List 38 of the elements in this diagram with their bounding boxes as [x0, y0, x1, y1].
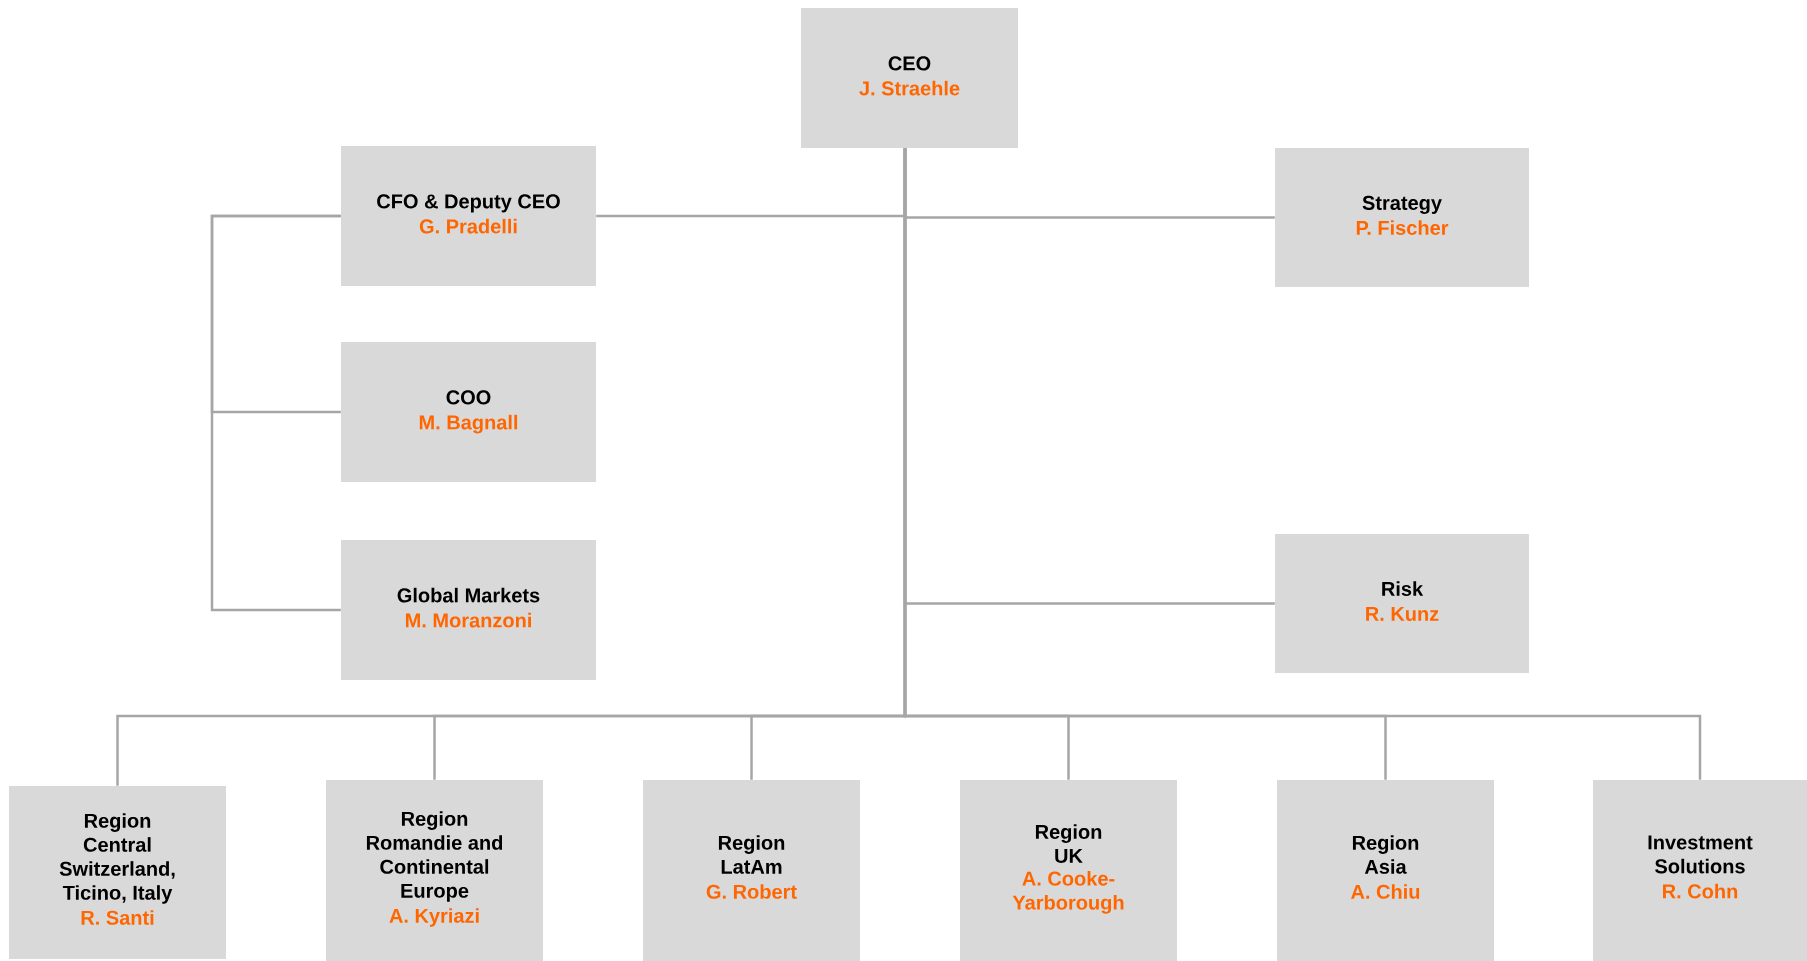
connector-line — [903, 148, 1702, 780]
role-title: Region LatAm — [718, 835, 785, 874]
org-box — [9, 786, 226, 959]
role-title: Region UK — [1035, 824, 1102, 863]
person-name: A. Cooke-Yarborough — [1012, 871, 1124, 914]
role-title: CFO & Deputy CEO — [377, 194, 560, 213]
role-title: Global Markets — [397, 587, 540, 603]
org-box — [643, 780, 860, 961]
role-title: CEO — [888, 56, 931, 71]
person-name: A. Kyriazi — [389, 908, 479, 927]
role-title: Investment Solutions — [1648, 835, 1753, 874]
person-name: J. Straehle — [859, 80, 960, 96]
role-title: COO — [446, 390, 491, 405]
role-title: Strategy — [1362, 195, 1442, 215]
org-box — [1277, 780, 1494, 961]
org-box — [1275, 148, 1529, 287]
person-name: M. Moranzoni — [405, 612, 531, 628]
role-title: Risk — [1382, 581, 1424, 596]
org-box — [341, 342, 596, 482]
person-name: M. Bagnall — [419, 414, 518, 434]
person-name: R. Kunz — [1366, 607, 1439, 621]
connector-line — [210, 214, 341, 612]
role-title: Region Asia — [1352, 835, 1419, 874]
role-title: Region Central Switzerland, Ticino, Italy — [59, 813, 175, 904]
org-box — [341, 540, 596, 680]
org-box — [341, 146, 596, 286]
person-name: R. Cohn — [1663, 883, 1738, 899]
org-box — [326, 780, 543, 961]
person-name: G. Robert — [706, 884, 797, 899]
person-name: A. Chiu — [1351, 884, 1420, 899]
person-name: P. Fischer — [1356, 220, 1449, 235]
person-name: R. Santi — [81, 910, 154, 925]
org-box — [1593, 780, 1807, 961]
org-box — [960, 780, 1177, 961]
org-box — [801, 8, 1018, 148]
org-box — [1275, 534, 1529, 673]
role-title: Region Romandie and Continental Europe — [366, 811, 503, 902]
person-name: G. Pradelli — [419, 218, 517, 234]
